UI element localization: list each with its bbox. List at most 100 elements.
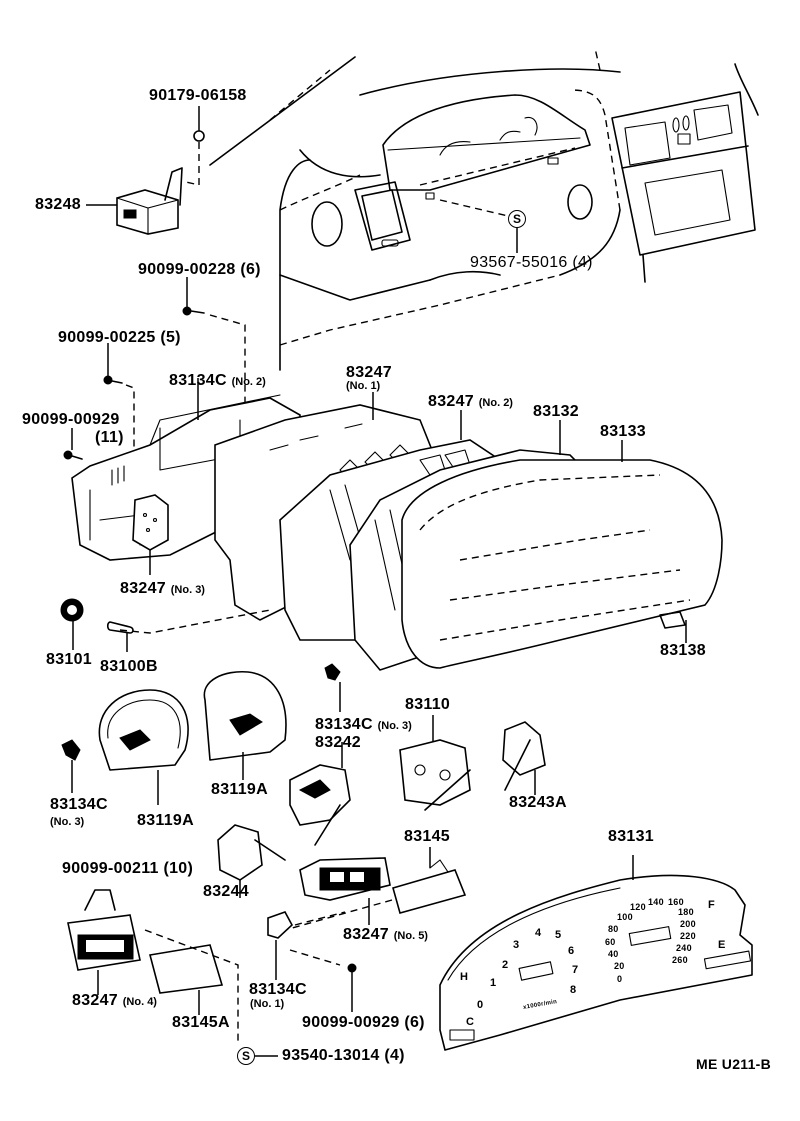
label-90099-00929-11: 90099-00929	[22, 411, 120, 428]
bolt-90099-00228	[182, 277, 246, 410]
speedo-tick-40: 40	[608, 949, 619, 959]
speedo-tick-160: 160	[668, 897, 684, 907]
speedo-tick-180: 180	[678, 907, 694, 917]
label-83119a-upper: 83119A	[211, 781, 268, 798]
label-83134c-no3-lower: 83134C	[50, 796, 108, 813]
part-83119a-left	[98, 689, 189, 805]
speedo-tick-140: 140	[648, 897, 664, 907]
part-83145a-cover	[149, 944, 224, 1015]
label-90099-00211: 90099-00211 (10)	[62, 860, 194, 877]
temp-cold-mark: C	[466, 1016, 475, 1028]
label-83138: 83138	[660, 642, 706, 659]
label-90099-00929-6: 90099-00929 (6)	[302, 1014, 425, 1031]
fuel-full-mark: F	[708, 899, 716, 911]
tach-tick-3: 3	[513, 939, 520, 951]
tach-tick-6: 6	[568, 945, 575, 957]
part-83247-no4-display	[67, 889, 141, 995]
label-90179-06158: 90179-06158	[149, 87, 247, 104]
label-83244: 83244	[203, 883, 249, 900]
label-83134c-no2: 83134C (No. 2)	[169, 373, 266, 389]
tach-tick-4: 4	[535, 927, 542, 939]
part-83243a-gauge	[502, 721, 546, 795]
label-90099-00929-11-qty: (11)	[95, 429, 124, 446]
meter-cluster-exploded	[71, 378, 723, 671]
label-83134c-no2-code: 83134C	[169, 372, 227, 389]
label-83247-no5-code: 83247	[343, 926, 389, 943]
speedo-tick-220: 220	[680, 931, 696, 941]
speedo-tick-20: 20	[614, 961, 625, 971]
speedo-tick-240: 240	[676, 943, 692, 953]
speedo-tick-60: 60	[605, 937, 616, 947]
temp-hot-mark: H	[460, 971, 469, 983]
label-83247-no5: 83247 (No. 5)	[343, 927, 428, 943]
label-90099-00225: 90099-00225 (5)	[58, 329, 181, 346]
dashboard-illustration	[209, 47, 759, 371]
label-83133: 83133	[600, 423, 646, 440]
label-83134c-no3-upper-code: 83134C	[315, 716, 373, 733]
label-83248: 83248	[35, 196, 81, 213]
label-83247-no4: 83247 (No. 4)	[72, 993, 157, 1009]
tach-tick-2: 2	[502, 959, 509, 971]
leader-83145	[284, 899, 393, 931]
label-83134c-no3-upper-sub: (No. 3)	[377, 720, 412, 732]
speedo-tick-100: 100	[617, 912, 633, 922]
tach-tick-5: 5	[555, 929, 562, 941]
leader-93540	[144, 929, 239, 1045]
label-83242: 83242	[315, 734, 361, 751]
label-83134c-no3-upper: 83134C (No. 3)	[315, 717, 412, 733]
label-83145: 83145	[404, 828, 450, 845]
label-83100b: 83100B	[100, 658, 158, 675]
label-83247-no4-code: 83247	[72, 992, 118, 1009]
part-83101-socket	[60, 598, 84, 650]
fuel-empty-mark: E	[718, 939, 726, 951]
s-mark-icon-2: S	[237, 1047, 255, 1065]
clip-83134c-no1	[267, 911, 346, 980]
label-83132: 83132	[533, 403, 579, 420]
label-83110: 83110	[405, 696, 451, 713]
part-83244-gauge	[217, 824, 286, 898]
speedo-tick-260: 260	[672, 955, 688, 965]
label-83247-no2-sub: (No. 2)	[478, 397, 513, 409]
label-83247-no2: 83247 (No. 2)	[428, 394, 513, 410]
part-83110-gauge	[399, 715, 471, 811]
label-83243a: 83243A	[509, 794, 567, 811]
part-83248-bracket	[86, 106, 205, 235]
screw-90099-00929-6	[289, 949, 357, 1012]
label-93540-13014: 93540-13014 (4)	[282, 1047, 405, 1064]
label-83247-no3-sub: (No. 3)	[170, 584, 205, 596]
label-93567-55016: 93567-55016 (4)	[470, 254, 593, 271]
speedo-tick-120: 120	[630, 902, 646, 912]
part-83145-cover	[392, 847, 467, 914]
label-83119a-lower: 83119A	[137, 812, 194, 829]
clip-83134c-no3-right	[324, 663, 341, 712]
part-83247-no5-display	[299, 857, 391, 925]
label-83247-no1-sub: (No. 1)	[346, 380, 381, 392]
label-83134c-no2-sub: (No. 2)	[231, 376, 266, 388]
clip-83134c-no3-left	[61, 739, 81, 793]
bolt-90099-00929-11	[63, 428, 83, 460]
part-83242-gauge	[289, 742, 351, 846]
label-83101: 83101	[46, 651, 92, 668]
label-83247-no4-sub: (No. 4)	[122, 996, 157, 1008]
speedo-tick-200: 200	[680, 919, 696, 929]
part-83119a-right	[203, 670, 287, 780]
diagram-code: ME U211-B	[696, 1056, 772, 1072]
speedo-tick-80: 80	[608, 924, 619, 934]
part-83100b-bulb	[106, 621, 134, 652]
label-83247-no1: 83247	[346, 364, 392, 381]
label-83145a: 83145A	[172, 1014, 230, 1031]
label-83134c-no1: 83134C	[249, 981, 307, 998]
label-83131: 83131	[608, 828, 654, 845]
label-83247-no3-code: 83247	[120, 580, 166, 597]
label-83134c-no3-lower-sub: (No. 3)	[50, 816, 85, 828]
label-83134c-no1-sub: (No. 1)	[250, 998, 285, 1010]
tach-tick-1: 1	[490, 977, 497, 989]
tach-tick-8: 8	[570, 984, 577, 996]
label-90099-00228: 90099-00228 (6)	[138, 261, 261, 278]
tach-tick-0: 0	[477, 999, 484, 1011]
label-83247-no2-code: 83247	[428, 393, 474, 410]
label-83247-no3: 83247 (No. 3)	[120, 581, 205, 597]
s-mark-icon: S	[508, 210, 526, 228]
